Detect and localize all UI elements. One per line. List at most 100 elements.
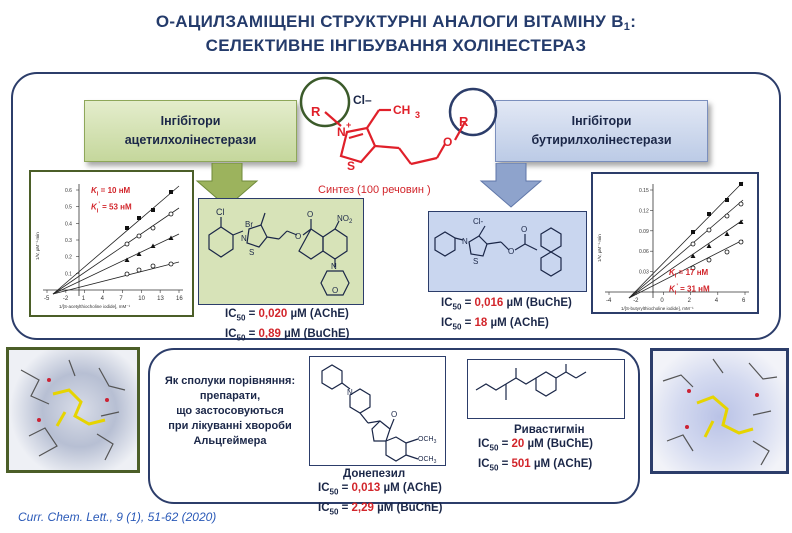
data-point (724, 213, 730, 219)
donepezil-o-label: O (391, 410, 397, 419)
y-tick-label: 0.15 (639, 188, 649, 194)
ache-docking-image (6, 347, 140, 473)
citation: Curr. Chem. Lett., 9 (1), 51-62 (2020) (18, 510, 217, 524)
data-point (691, 230, 695, 234)
chloride-label: Cl– (353, 93, 372, 107)
page-subtitle: СЕЛЕКТИВНЕ ІНГІБУВАННЯ ХОЛІНЕСТЕРАЗ (205, 36, 587, 55)
data-point (125, 226, 129, 230)
comparison-line3: що застосовуються (176, 405, 284, 417)
n-plus-label: N (337, 125, 346, 139)
methyl-label: CH (393, 103, 410, 117)
buche-lead-ic50-buche: IC50 = 0,016 µM (BuChE) (441, 297, 572, 312)
buche-lead-ic50-ache: IC50 = 18 µM (AChE) (441, 317, 549, 332)
x-tick-label: 4 (715, 298, 719, 304)
ache-ki-value: = 10 нМ (98, 186, 131, 195)
buche-lead-ic50: IC50 = 0,016 µM (BuChE) IC50 = 18 µM (AC… (441, 295, 572, 336)
x-tick-label: -2 (633, 298, 639, 304)
y-axis-label: 1/V, µM⁻¹·min (597, 234, 602, 262)
data-point (707, 212, 711, 216)
data-point (124, 271, 130, 277)
ki2-symbol: K (91, 202, 97, 212)
rivastigmine-ic50: IC50 = 20 µM (BuChE) IC50 = 501 µM (AChE… (478, 436, 593, 477)
y-tick-label: 0.09 (639, 229, 649, 235)
comparison-line5: Альцгеймера (193, 435, 267, 447)
x-axis-label: 1/[S-butyrylthiocholine iodide], mM⁻¹ (621, 306, 694, 311)
data-point (150, 263, 156, 269)
achE-inhibitors-box: Інгібітори ацетилхолінестерази (84, 100, 297, 162)
thiazolium-n-label: N (241, 234, 247, 243)
data-point (739, 182, 743, 186)
ache-lead-svg: Cl Br N S O O NO2 N O (208, 207, 353, 296)
r1-label: R (311, 104, 321, 119)
ache-lead-ic50: IC50 = 0,020 µM (AChE) IC50 = 0,89 µM (B… (225, 306, 350, 347)
data-point (706, 227, 712, 233)
y-tick-label: 0.12 (639, 208, 649, 214)
data-point (690, 253, 696, 258)
ache-ki-legend: Ki = 10 нМ Ki' = 53 нМ (91, 186, 132, 216)
fit-line-3 (628, 219, 744, 299)
data-point (151, 208, 155, 212)
buche-carbonyl-o-label: O (521, 225, 527, 234)
fit-line-2 (52, 207, 180, 295)
comparison-line4: при лікуванні хвороби (168, 420, 292, 432)
donepezil-ic50: IC50 = 0,013 µM (AChE) IC50 = 2,29 µM (B… (318, 480, 443, 521)
morpholine-n-label: N (331, 262, 337, 271)
rivastigmine-svg (475, 364, 587, 400)
fit-line-4 (52, 261, 180, 295)
ki1-sub: i (96, 191, 99, 198)
buche-lead-svg: Cl- N S O O (434, 217, 562, 277)
rivastigmine-structure (467, 359, 625, 419)
y-tick-label: 0.2 (65, 255, 72, 261)
green-down-arrow (195, 163, 259, 208)
buche-ki-value: = 17 нМ (676, 268, 709, 277)
data-point (137, 216, 141, 220)
title-line1: О-АЦИЛЗАМІЩЕНІ СТРУКТУРНІ АНАЛОГИ ВІТАМІ… (155, 12, 624, 31)
fit-line-3 (52, 233, 180, 295)
carbonyl-o-label: O (307, 210, 313, 219)
buche-cl-label: Cl- (473, 217, 484, 226)
x-tick-label: 13 (157, 296, 164, 302)
data-point (706, 243, 712, 248)
ki2-sup: ' (98, 201, 100, 208)
buchE-inhibitors-box: Інгібітори бутирилхолінестерази (495, 100, 708, 162)
buche-lead-structure: Cl- N S O O (428, 211, 587, 292)
thiamine-analog-scaffold: R R N + Cl– CH 3 S O (299, 76, 498, 173)
data-point (725, 198, 729, 202)
buchE-box-line1: Інгібітори (571, 114, 632, 128)
y-tick-label: 0.06 (639, 249, 649, 255)
r-ki1-sub: i (674, 273, 677, 280)
buche-n-label: N (462, 237, 468, 246)
r-ki2-sup: ' (676, 283, 678, 290)
y-tick-label: 0.5 (65, 205, 72, 211)
y-tick-label: 0.03 (639, 270, 649, 276)
r1-highlight-circle (299, 76, 351, 128)
data-point (150, 243, 156, 248)
rivastigmine-ic50-ache: IC50 = 501 µM (AChE) (478, 458, 593, 473)
donepezil-svg: N O OCH3 OCH3 (321, 364, 437, 465)
page-title: О-АЦИЛЗАМІЩЕНІ СТРУКТУРНІ АНАЛОГИ ВІТАМІ… (0, 12, 792, 33)
sulfur-label: S (347, 159, 355, 173)
data-point (738, 239, 744, 245)
r2-highlight-circle (448, 87, 498, 137)
data-point (124, 257, 130, 262)
y-tick-label: 0.3 (65, 238, 72, 244)
buche-ki-legend: Ki = 17 нМ Ki' = 31 нМ (669, 268, 710, 298)
r-ki2-symbol: K (669, 284, 675, 294)
data-point (690, 265, 696, 271)
data-point (136, 267, 142, 273)
buche-ester-o-label: O (508, 247, 514, 256)
ki1-symbol: K (91, 186, 97, 195)
ache-docking-svg (20, 359, 126, 461)
fit-line-1 (52, 185, 180, 295)
ki2-sub: i (96, 207, 99, 214)
title-subscript: 1 (623, 21, 631, 33)
blue-down-arrow (479, 163, 543, 208)
data-point (724, 231, 730, 236)
fit-line-1 (628, 181, 744, 299)
y-tick-label: 0.1 (65, 271, 72, 277)
plus-sign: + (346, 120, 351, 130)
x-tick-label: -4 (606, 298, 612, 304)
